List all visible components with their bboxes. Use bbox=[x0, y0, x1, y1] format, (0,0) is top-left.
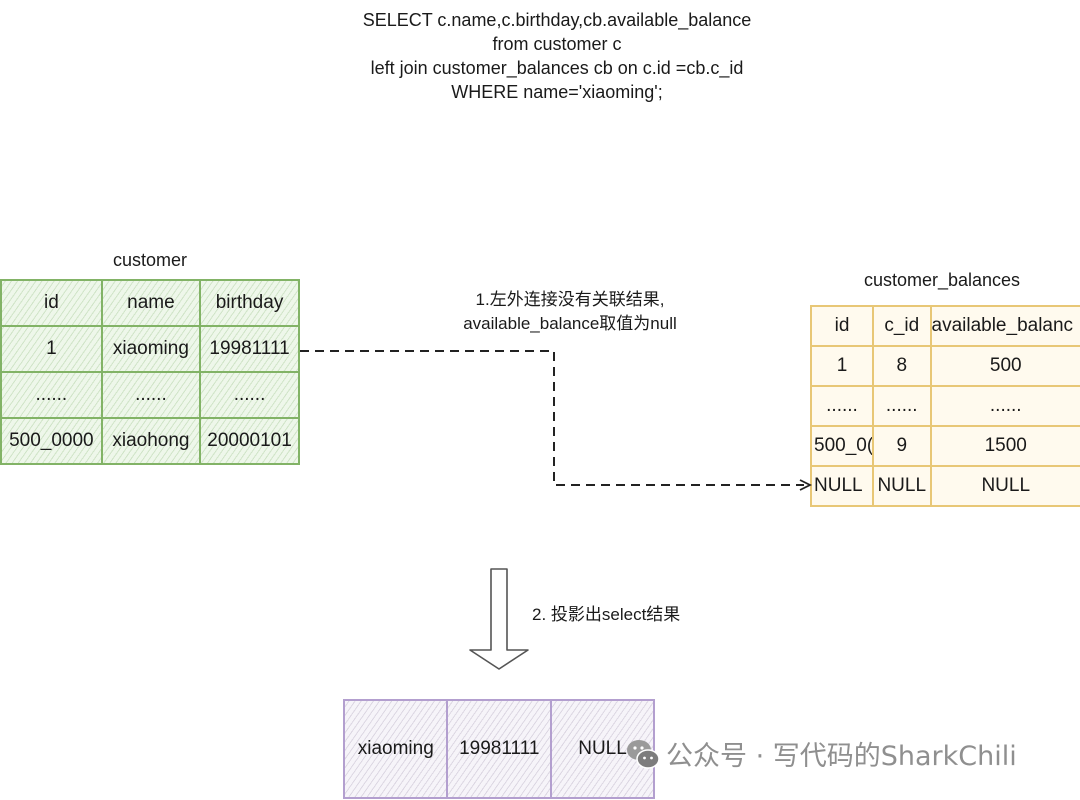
table-cell: 19981111 bbox=[199, 325, 300, 373]
table-cell: xiaoming bbox=[100, 325, 202, 373]
table-cell: 1500 bbox=[929, 425, 1080, 467]
step1-annotation: 1.左外连接没有关联结果, available_balance取值为null bbox=[440, 288, 700, 336]
table-cell: 500_0000 bbox=[0, 417, 103, 465]
sql-line: WHERE name='xiaoming'; bbox=[451, 82, 663, 102]
customer-table: id name birthday 1 xiaoming 19981111 ...… bbox=[0, 279, 300, 465]
table-cell: ...... bbox=[929, 385, 1080, 427]
table-row: ...... ...... ...... bbox=[0, 371, 300, 419]
table-cell: ...... bbox=[872, 385, 932, 427]
table-row-null: NULL NULL NULL bbox=[810, 465, 1080, 507]
sql-line: left join customer_balances cb on c.id =… bbox=[370, 58, 744, 78]
table-cell: 1 bbox=[810, 345, 874, 387]
step1-line2: available_balance取值为null bbox=[463, 314, 677, 333]
arrowhead-icon bbox=[799, 479, 813, 491]
dashed-join-connector bbox=[300, 350, 804, 486]
table-cell: NULL bbox=[810, 465, 874, 507]
table-row: xiaoming 19981111 NULL bbox=[342, 699, 655, 799]
table-row: ...... ...... ...... bbox=[810, 385, 1080, 427]
table-row: 500_0( 9 1500 bbox=[810, 425, 1080, 467]
watermark-text: 公众号 · 写代码的SharkChili bbox=[666, 741, 1017, 772]
table-cell: 1 bbox=[0, 325, 103, 373]
table-cell: 9 bbox=[872, 425, 932, 467]
table-cell: ...... bbox=[199, 371, 300, 419]
table-cell: xiaoming bbox=[342, 699, 449, 799]
header-cell: birthday bbox=[199, 279, 300, 327]
wechat-icon bbox=[626, 737, 660, 771]
result-table: xiaoming 19981111 NULL bbox=[342, 699, 655, 799]
table-cell: 20000101 bbox=[199, 417, 300, 465]
watermark: 公众号 · 写代码的SharkChili bbox=[626, 734, 1017, 773]
table-row: 500_0000 xiaohong 20000101 bbox=[0, 417, 300, 465]
table-cell: xiaohong bbox=[100, 417, 202, 465]
step1-line1: 1.左外连接没有关联结果, bbox=[475, 290, 665, 309]
step2-annotation: 2. 投影出select结果 bbox=[532, 605, 681, 624]
table-cell: ...... bbox=[100, 371, 202, 419]
table-cell: NULL bbox=[872, 465, 932, 507]
header-cell: name bbox=[100, 279, 202, 327]
table-cell: ...... bbox=[0, 371, 103, 419]
customer-table-title: customer bbox=[112, 250, 188, 270]
table-cell: 500_0( bbox=[810, 425, 874, 467]
header-cell: c_id bbox=[872, 305, 932, 347]
projection-down-arrow-icon bbox=[469, 568, 529, 670]
sql-line: from customer c bbox=[492, 34, 622, 54]
sql-query: SELECT c.name,c.birthday,cb.available_ba… bbox=[300, 8, 814, 104]
table-cell: NULL bbox=[929, 465, 1080, 507]
sql-line: SELECT c.name,c.birthday,cb.available_ba… bbox=[362, 10, 752, 30]
customer-balances-table: id c_id available_balanc 1 8 500 ...... … bbox=[810, 305, 1080, 507]
customer-balances-table-title: customer_balances bbox=[863, 270, 1021, 290]
header-cell: id bbox=[810, 305, 874, 347]
table-row: 1 8 500 bbox=[810, 345, 1080, 387]
header-cell: id bbox=[0, 279, 103, 327]
table-cell: ...... bbox=[810, 385, 874, 427]
table-cell: 8 bbox=[872, 345, 932, 387]
table-row: 1 xiaoming 19981111 bbox=[0, 325, 300, 373]
table-header-row: id name birthday bbox=[0, 279, 300, 327]
table-cell: 19981111 bbox=[446, 699, 553, 799]
